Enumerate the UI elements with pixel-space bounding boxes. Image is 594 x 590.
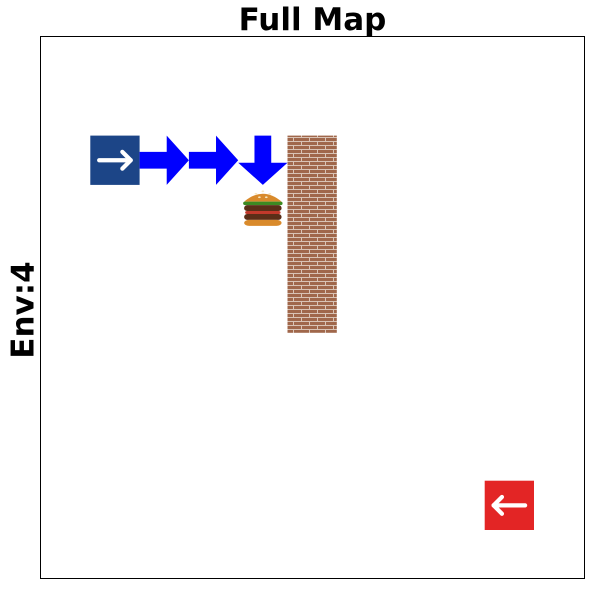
start-tile (90, 135, 140, 185)
path-arrow-down-icon (238, 135, 288, 185)
arrow-right-icon (97, 149, 133, 171)
burger-icon (243, 190, 283, 226)
map-title: Full Map (238, 2, 387, 38)
brick-wall (287, 135, 337, 333)
path-arrow-right-icon (188, 135, 239, 185)
goal-tile (484, 480, 534, 530)
env-label-text: Env:4 (6, 261, 43, 359)
map-canvas (90, 135, 534, 530)
map-board (40, 36, 585, 579)
arrow-left-icon (491, 494, 528, 516)
path-arrow-right-icon (139, 135, 189, 185)
